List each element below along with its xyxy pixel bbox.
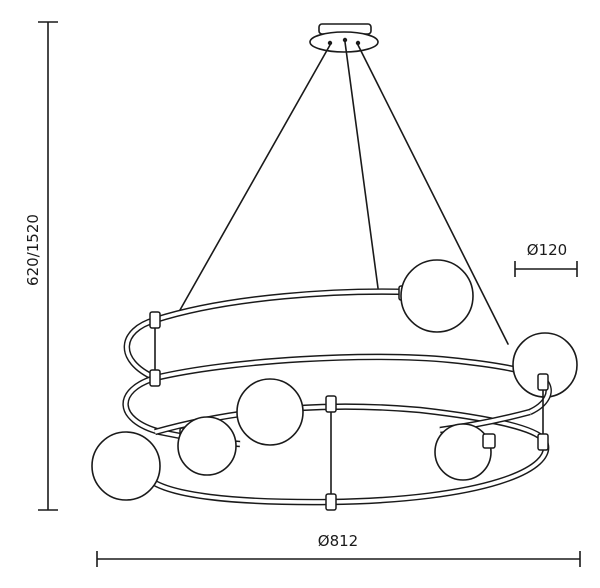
globe-right-lower-shade — [434, 423, 492, 481]
globe-right-lower — [434, 423, 496, 481]
globe-shades — [91, 259, 496, 501]
connector-right-bottom — [537, 433, 549, 451]
connector-upper-left — [149, 311, 161, 329]
ring-front-arcs — [122, 316, 552, 506]
globe-bottom-left-shade — [91, 431, 161, 501]
connector-right-top — [537, 373, 549, 391]
globe-right-lower-socket — [482, 433, 496, 449]
canopy-hole-right — [355, 40, 361, 46]
globe-dimension-label: Ø120 — [527, 241, 567, 259]
globe-diameter-dimension: Ø120 — [514, 241, 578, 277]
canopy-plate — [309, 31, 379, 53]
ring-connectors — [149, 311, 549, 511]
connector-center-bottom — [325, 493, 337, 511]
connector-middle-left — [149, 369, 161, 387]
globe-left-middle-shade — [177, 416, 237, 476]
connecting-rods — [154, 321, 544, 499]
cable-left — [179, 44, 331, 311]
canopy-hole-left — [327, 40, 333, 46]
diameter-dimension: Ø812 — [96, 532, 581, 567]
globe-upper-center — [398, 259, 474, 333]
globe-left-middle — [177, 416, 237, 476]
canopy-hole-center — [342, 37, 348, 43]
ceiling-canopy — [309, 23, 379, 53]
ring-back-arcs — [154, 288, 547, 383]
cable-right — [357, 44, 509, 345]
globe-upper-center-shade — [400, 259, 474, 333]
connector-center-top — [325, 395, 337, 413]
height-dimension-label: 620/1520 — [24, 214, 42, 286]
diameter-dimension-label: Ø812 — [318, 532, 358, 550]
cable-center — [344, 41, 379, 289]
height-dimension: 620/1520 — [24, 21, 58, 511]
globe-center-shade — [236, 378, 304, 446]
suspension-cables — [179, 41, 509, 345]
globe-center — [236, 378, 304, 446]
globe-bottom-left — [91, 431, 161, 501]
